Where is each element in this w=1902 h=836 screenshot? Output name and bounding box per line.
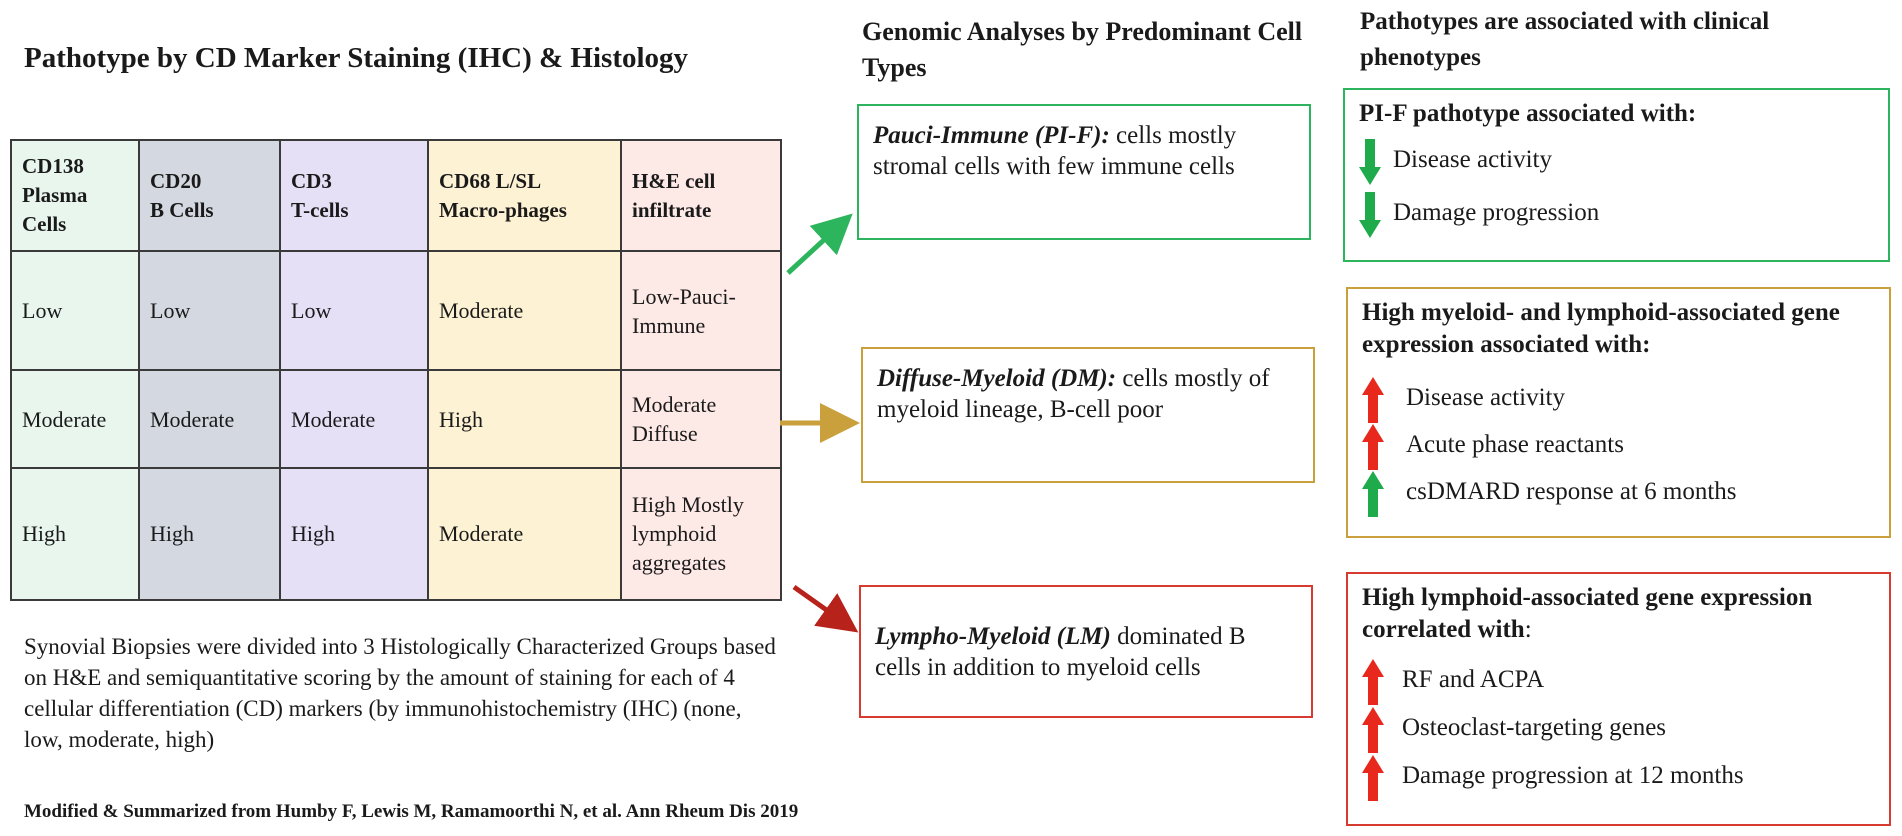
- arrow-up-icon: [1362, 707, 1384, 753]
- page-title: Pathotype by CD Marker Staining (IHC) & …: [24, 42, 689, 74]
- table-cell: Moderate: [427, 466, 622, 602]
- table-cell: High: [10, 466, 140, 602]
- table-cell: Low: [279, 250, 429, 372]
- table-cell: High: [427, 369, 622, 469]
- arrow-up-icon: [1362, 377, 1384, 423]
- table-cell: High: [279, 466, 429, 602]
- table-cell: Moderate: [427, 250, 622, 372]
- table-row: Low Low Low Moderate Low-Pauci-Immune: [10, 250, 782, 372]
- table-cell: High: [138, 466, 281, 602]
- table-cell: Low: [138, 250, 281, 372]
- arrow-down-icon: [1359, 192, 1381, 238]
- arrow-up-icon: [1362, 659, 1384, 705]
- genomic-term: Pauci-Immune (PI-F):: [873, 122, 1110, 149]
- genomic-box-lympho-myeloid: Lympho-Myeloid (LM) dominated B cells in…: [859, 585, 1313, 718]
- arrow-up-icon: [1362, 471, 1384, 517]
- genomic-term: Diffuse-Myeloid (DM):: [877, 365, 1117, 392]
- table-cell: High Mostly lymphoid aggregates: [620, 466, 782, 602]
- arrow-up-icon: [1362, 424, 1384, 470]
- arrow-down-icon: [1359, 139, 1381, 185]
- genomic-box-pauci-immune: Pauci-Immune (PI-F): cells mostly stroma…: [857, 104, 1311, 240]
- genomic-section-title: Genomic Analyses by Predominant Cell Typ…: [862, 17, 1303, 82]
- citation: Modified & Summarized from Humby F, Lewi…: [24, 801, 799, 822]
- clinical-box-lm: High lymphoid-associated gene expression…: [1346, 572, 1891, 826]
- arrow-to-pif: [786, 213, 853, 275]
- genomic-box-diffuse-myeloid: Diffuse-Myeloid (DM): cells mostly of my…: [861, 347, 1315, 483]
- arrow-to-lm: [792, 584, 859, 633]
- genomic-text: cells mostly stromal cells with few immu…: [873, 122, 1237, 180]
- genomic-text: cells mostly of myeloid lineage, B-cell …: [877, 365, 1270, 423]
- clinical-section-title: Pathotypes are associated with clinical …: [1360, 8, 1770, 71]
- table-cell: Moderate: [138, 369, 281, 469]
- table-cell: Low: [10, 250, 140, 372]
- method-description: Synovial Biopsies were divided into 3 Hi…: [24, 634, 776, 752]
- clinical-heading: High lymphoid-associated gene expression…: [1362, 584, 1813, 643]
- table-cell: Low-Pauci-Immune: [620, 250, 782, 372]
- table-row: Moderate Moderate Moderate High Moderate…: [10, 369, 782, 469]
- arrow-up-icon: [1362, 755, 1384, 801]
- clinical-box-pif: PI-F pathotype associated with: Disease …: [1343, 88, 1890, 262]
- table-cell: Moderate Diffuse: [620, 369, 782, 469]
- connector-arrows: [780, 213, 860, 633]
- table-row: High High High Moderate High Mostly lymp…: [10, 466, 782, 602]
- genomic-term: Lympho-Myeloid (LM): [875, 623, 1111, 650]
- table-cell: Moderate: [10, 369, 140, 469]
- genomic-text: dominated B cells in addition to myeloid…: [875, 623, 1246, 681]
- clinical-heading: PI-F pathotype associated with:: [1359, 100, 1697, 127]
- clinical-heading: High myeloid- and lymphoid-associated ge…: [1362, 299, 1840, 358]
- table-cell: Moderate: [279, 369, 429, 469]
- clinical-box-dm: High myeloid- and lymphoid-associated ge…: [1346, 287, 1891, 538]
